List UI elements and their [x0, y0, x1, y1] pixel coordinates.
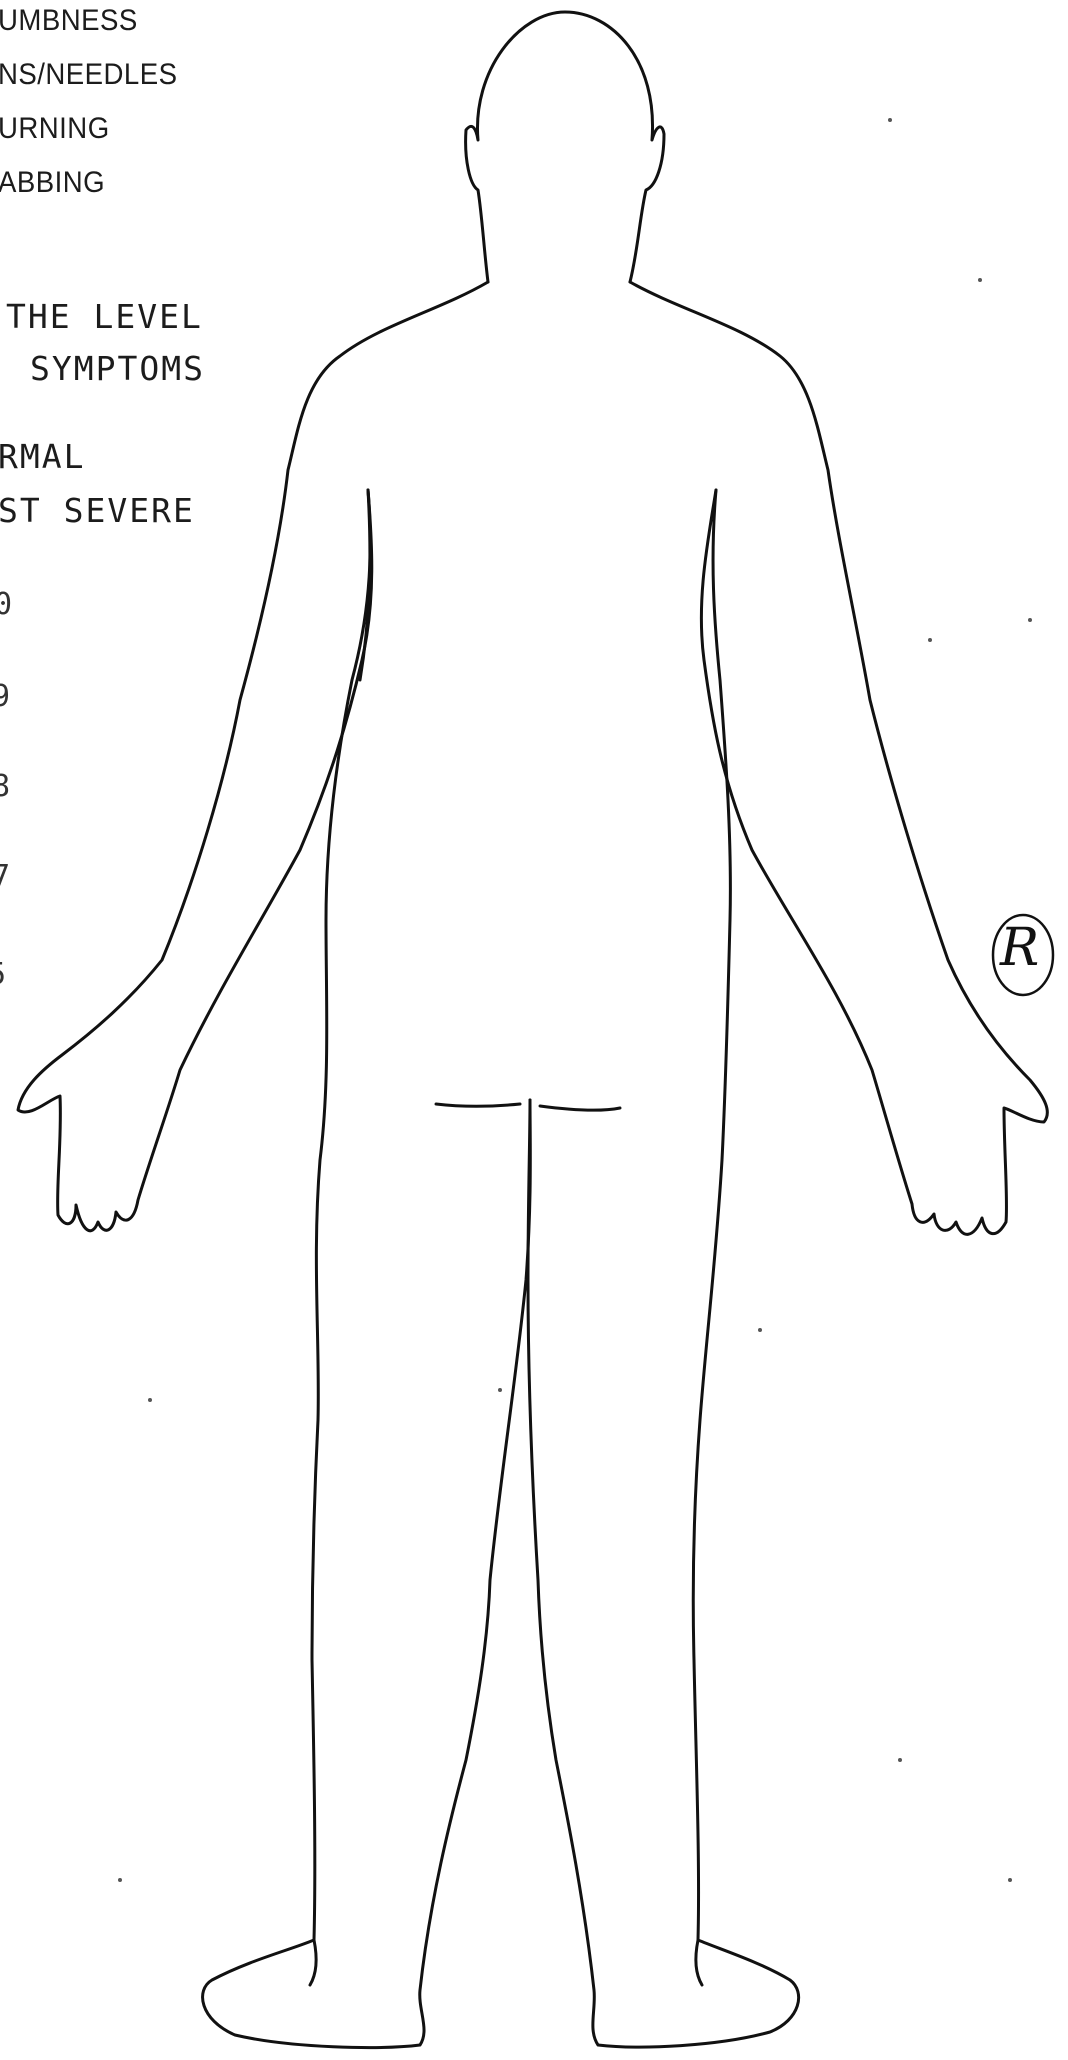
right-arm-outline: [630, 282, 1047, 1234]
head-outline: [466, 12, 664, 282]
scan-speck: [1008, 1878, 1012, 1882]
left-body-outline: [203, 490, 531, 2048]
scan-speck: [1028, 618, 1032, 622]
scan-speck: [888, 118, 892, 122]
scan-speck: [498, 1388, 502, 1392]
scan-speck: [978, 278, 982, 282]
scan-speck: [118, 1878, 122, 1882]
right-ankle-line: [696, 1940, 702, 1985]
scan-speck: [148, 1398, 152, 1402]
right-body-outline: [528, 490, 799, 2047]
gluteal-fold-line: [436, 1104, 620, 1110]
left-arm-outline: [18, 282, 488, 1231]
left-ankle-line: [310, 1940, 316, 1985]
scan-speck: [898, 1758, 902, 1762]
side-marker-letter: R: [1000, 922, 1039, 974]
scan-speck: [758, 1328, 762, 1332]
scan-speck: [928, 638, 932, 642]
